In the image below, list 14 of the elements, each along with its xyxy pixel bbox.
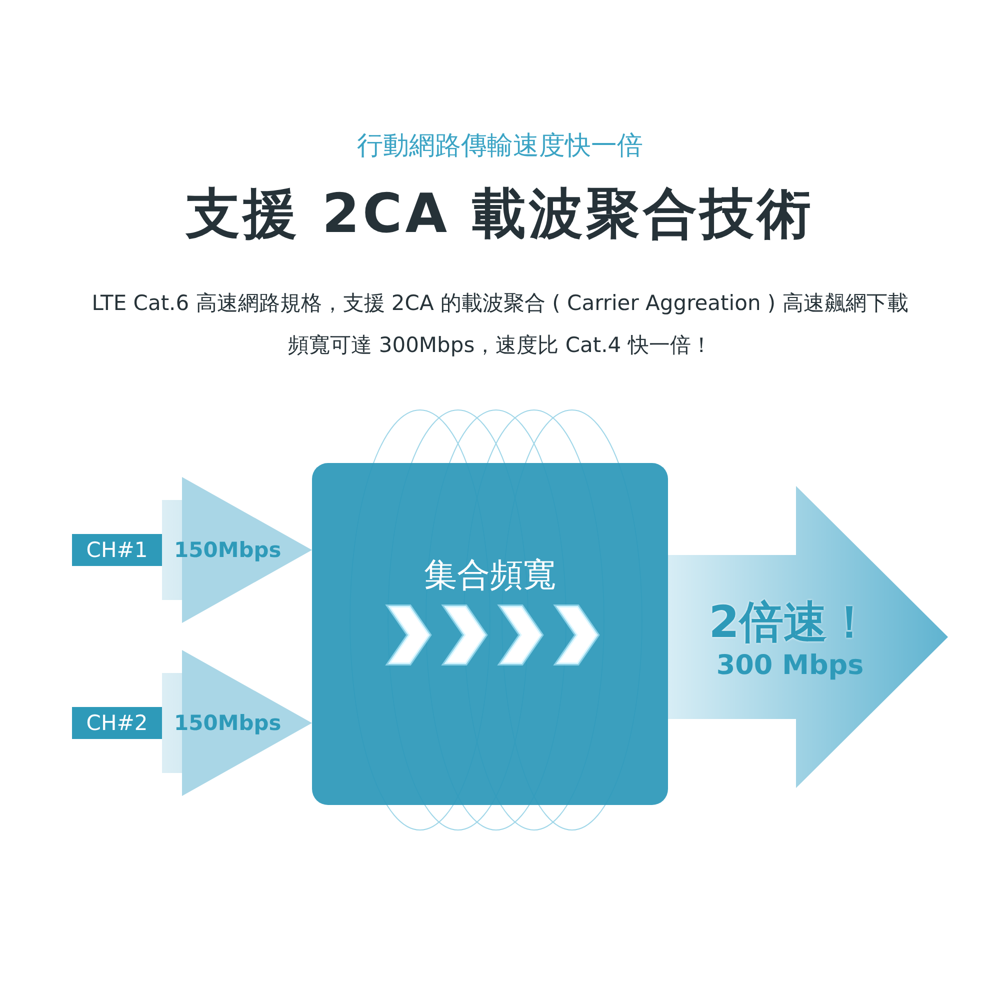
process-box [312, 463, 668, 805]
speed-label: 150Mbps [174, 537, 282, 564]
arrow [668, 486, 948, 788]
description-text: LTE Cat.6 高速網路規格，支援 2CA 的載波聚合 ( Carrier Aggreation ) 高速飆網下載頻寬可達 300Mbps，速度比 Cat.4 快一倍！ [90, 290, 910, 359]
speed-heading: 2倍速！ [708, 596, 872, 650]
heading: 支援 2CA 載波聚合技術 [186, 182, 814, 245]
arrow [162, 477, 312, 623]
speed-value: 300 Mbps [715, 650, 865, 681]
channel-tag: CH#1 [72, 534, 162, 566]
arrow [162, 650, 312, 796]
speed-label: 150Mbps [174, 710, 282, 737]
channel-tag: CH#2 [72, 707, 162, 739]
subheading: 行動網路傳輸速度快一倍 [357, 131, 643, 161]
box-title: 集合頻寬 [424, 554, 556, 596]
